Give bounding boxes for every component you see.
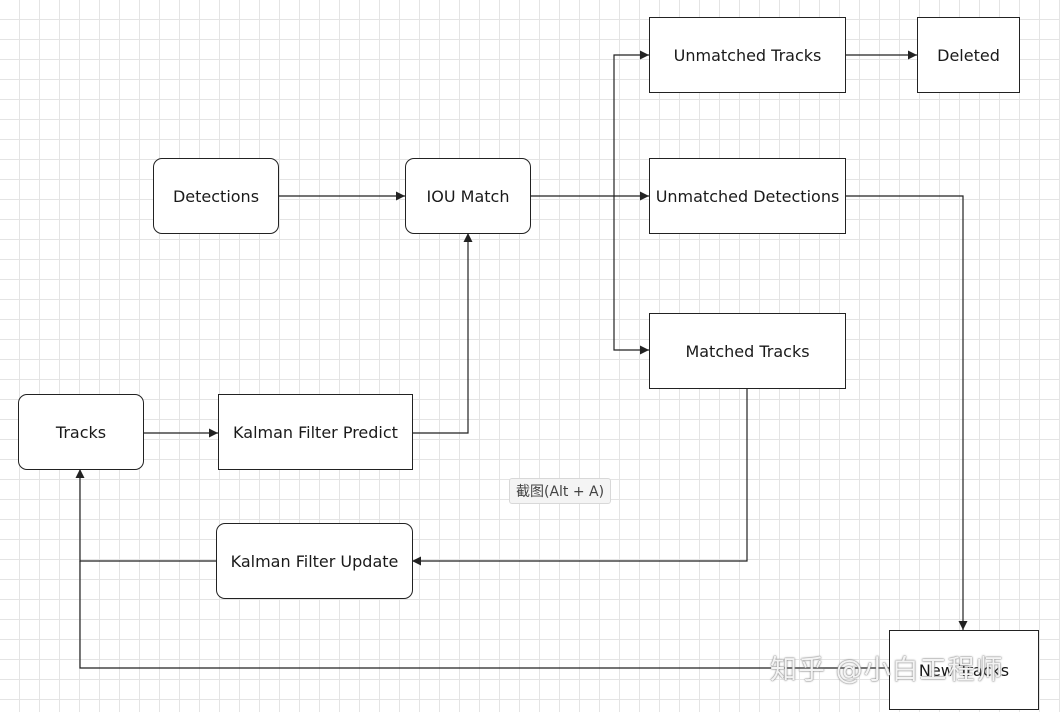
node-label: Unmatched Detections bbox=[655, 186, 840, 206]
edge-new-tracks-to-tracks bbox=[79, 561, 889, 669]
node-label: New Tracks bbox=[918, 660, 1010, 680]
edge-matched-tracks-to-kalman-update bbox=[412, 388, 748, 566]
edge-kalman-predict-to-iou-match bbox=[412, 233, 473, 434]
edge-kalman-update-to-tracks bbox=[75, 469, 216, 562]
edge-iou-match-to-unmatched-tracks bbox=[613, 50, 649, 196]
node-matched-tracks: Matched Tracks bbox=[649, 313, 846, 389]
node-unmatched-detections: Unmatched Detections bbox=[649, 158, 846, 234]
screenshot-shortcut-tooltip: 截图(Alt + A) bbox=[509, 478, 612, 504]
node-label: Matched Tracks bbox=[685, 341, 810, 361]
node-label: Unmatched Tracks bbox=[673, 45, 822, 65]
node-label: Kalman Filter Update bbox=[230, 551, 399, 571]
node-label: Kalman Filter Predict bbox=[233, 422, 398, 442]
edge-iou-match-to-matched-tracks bbox=[613, 196, 649, 355]
node-detections: Detections bbox=[153, 158, 279, 234]
node-label: Detections bbox=[172, 186, 260, 206]
node-unmatched-tracks: Unmatched Tracks bbox=[649, 17, 846, 93]
node-label: Deleted bbox=[937, 45, 1000, 65]
node-kalman-filter-predict: Kalman Filter Predict bbox=[218, 394, 413, 470]
node-deleted: Deleted bbox=[917, 17, 1020, 93]
node-new-tracks: New Tracks bbox=[889, 630, 1039, 710]
node-tracks: Tracks bbox=[18, 394, 144, 470]
node-label: Tracks bbox=[55, 422, 107, 442]
zhihu-watermark: 知乎 @小白工程师 bbox=[770, 655, 1004, 686]
node-label: IOU Match bbox=[426, 186, 510, 206]
node-iou-match: IOU Match bbox=[405, 158, 531, 234]
node-kalman-filter-update: Kalman Filter Update bbox=[216, 523, 413, 599]
edge-unmatched-detections-to-new-tracks bbox=[845, 195, 968, 630]
